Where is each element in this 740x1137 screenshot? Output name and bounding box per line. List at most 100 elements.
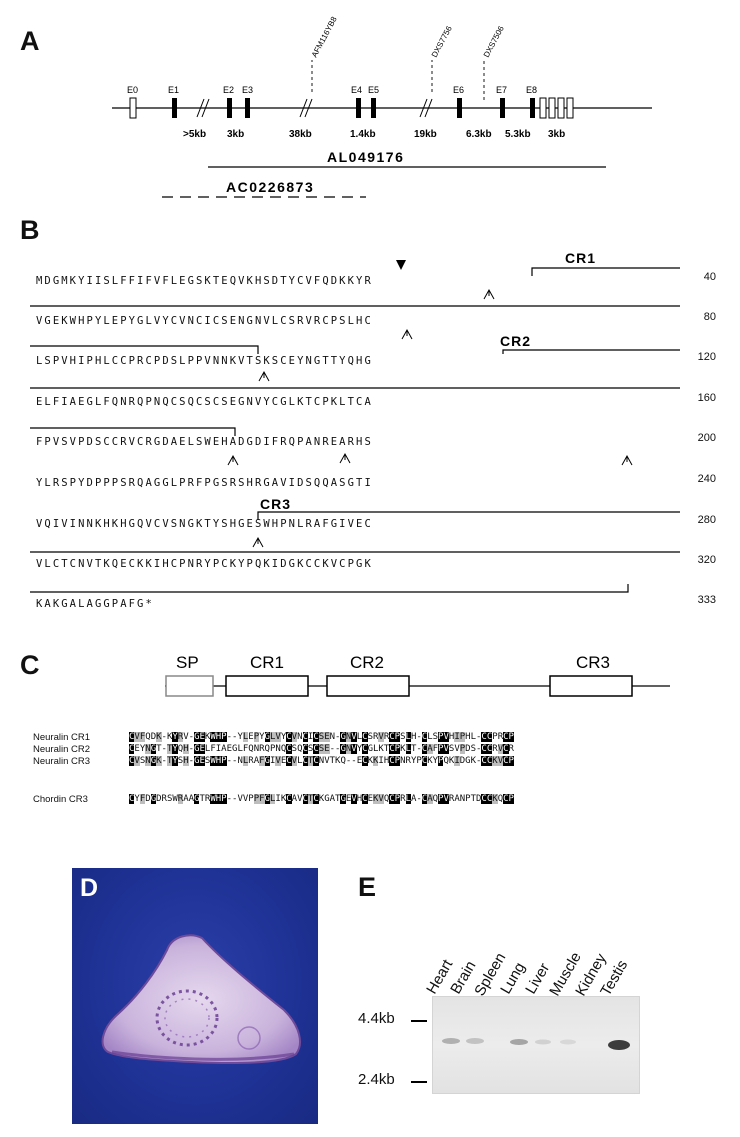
alignment-residue: G [367,744,373,754]
alignment-residue: C [486,794,493,804]
alignment-residue: H [183,744,189,754]
alignment-residue: F [139,794,146,804]
alignment-residue: P [508,756,514,766]
alignment-residue: Q [145,732,151,742]
marker-lines [311,60,485,100]
alignment-residue: I [269,756,276,766]
n-glycosylation-sites [227,288,633,548]
exon-box [129,97,137,119]
alignment-residue: - [335,732,341,742]
alignment-residue: L [242,732,249,742]
alignment-residue: K [372,794,379,804]
alignment-residue: C [129,794,135,804]
distance-label: 6.3kb [466,129,492,140]
alignment-residue: I [307,732,314,742]
sequence-position: 200 [697,432,716,444]
alignment-residue: R [405,756,411,766]
alignment-residue: - [476,732,482,742]
alignment-residue: P [269,744,276,754]
alignment-residue: C [421,744,428,754]
alignment-residue: I [215,744,222,754]
alignment-residue: Q [497,794,504,804]
alignment-residue: T [329,756,336,766]
alignment-residue: H [356,794,363,804]
alignment-residue: Y [139,744,146,754]
alignment-residue: R [400,794,406,804]
alignment-residue: E [356,756,363,766]
distance-label: 5.3kb [505,129,531,140]
sequence-row: VLCTCNVTKQECKKIHCPNRYPCKYPQKIDGKCCKVCPGK [36,554,373,572]
exon-label: E0 [127,85,138,95]
alignment-residue: C [503,756,509,766]
alignment-residue: A [427,744,433,754]
alignment-residue: Q [177,744,184,754]
exon-label: E1 [168,85,179,95]
cr3-domain-box [549,675,633,697]
alignment-residue: C [481,732,487,742]
alignment-residue: G [324,794,330,804]
sequence-row: FPVSVPDSCCRVCRGDAELSWEHADGDIFRQPANREARHS [36,432,373,450]
sequence-position: 80 [703,311,716,323]
alignment-residue: V [242,794,249,804]
alignment-residue: G [150,756,157,766]
alignment-residue: - [188,756,195,766]
alignment-residue: S [432,732,439,742]
exon-box [530,98,535,118]
alignment-residue: A [188,794,195,804]
alignment-residue: S [139,756,146,766]
alignment-residue: P [508,732,514,742]
alignment-residue: K [204,732,211,742]
alignment-residue: L [356,732,363,742]
alignment-residue: G [150,794,157,804]
alignment-residue: - [476,744,482,754]
size-marker-bottom-tick [411,1081,427,1083]
alignment-residue: E [324,732,330,742]
cr2-domain-box [326,675,410,697]
alignment-residue: - [161,756,167,766]
alignment-residue: C [503,744,509,754]
sequence-row: LSPVHIPHLCCPRCPDSLPPVNNKVTSKSCEYNGTTYQHG [36,351,373,369]
alignment-residue: C [313,756,319,766]
sequence-position: 333 [697,594,716,606]
sequence-position: 280 [697,514,716,526]
alignment-residue: N [297,732,303,742]
alignment-residue: V [378,794,384,804]
alignment-residue: S [318,744,325,754]
alignment-residue: V [134,732,140,742]
distance-labels: >5kb 3kb 38kb 1.4kb 19kb 6.3kb 5.3kb 3kb [183,129,565,140]
alignment-sequence: CEYNGT-TYQH-GELFIAEGLFQNRQPNQCSQCSCSE--G… [129,744,514,754]
alignment-residue: E [134,744,140,754]
alignment-residue: V [183,732,189,742]
alignment-residue: Q [297,744,303,754]
break-marks [196,98,433,118]
size-marker-top: 4.4kb [358,1010,395,1027]
alignment-residue: R [248,756,254,766]
alignment-residue: P [394,794,401,804]
alignment-residue: H [410,732,417,742]
alignment-residue: R [497,732,504,742]
alignment-residue: N [253,744,260,754]
alignment-residue: G [150,744,157,754]
alignment-residue: C [129,744,135,754]
alignment-residue: N [329,732,336,742]
alignment-name: Neuralin CR2 [33,744,91,755]
sequence-row: VGEKWHPYLEPYGLVYCVNCICSENGNVLCSRVRCPSLHC [36,311,373,329]
alignment-residue: Q [383,794,390,804]
alignment-residue: R [204,794,211,804]
alignment-residue: V [275,732,281,742]
alignment-residue: N [400,756,406,766]
alignment-residue: - [476,756,482,766]
alignment-residue: N [145,744,151,754]
alignment-residue: N [345,744,352,754]
alignment-residue: V [454,744,460,754]
alignment-residue: K [166,732,173,742]
whole-mount-photo: D [72,868,318,1124]
alignment-residue: G [194,744,200,754]
marker-labels: AFM116YB8 DXS7756 DXS7506 [310,15,506,59]
alignment-residue: W [172,794,178,804]
alignment-residue: E [248,732,254,742]
alignment-residue: E [367,794,373,804]
exon-box [245,98,250,118]
alignment-residue: P [394,744,401,754]
alignment-residue: L [242,756,249,766]
